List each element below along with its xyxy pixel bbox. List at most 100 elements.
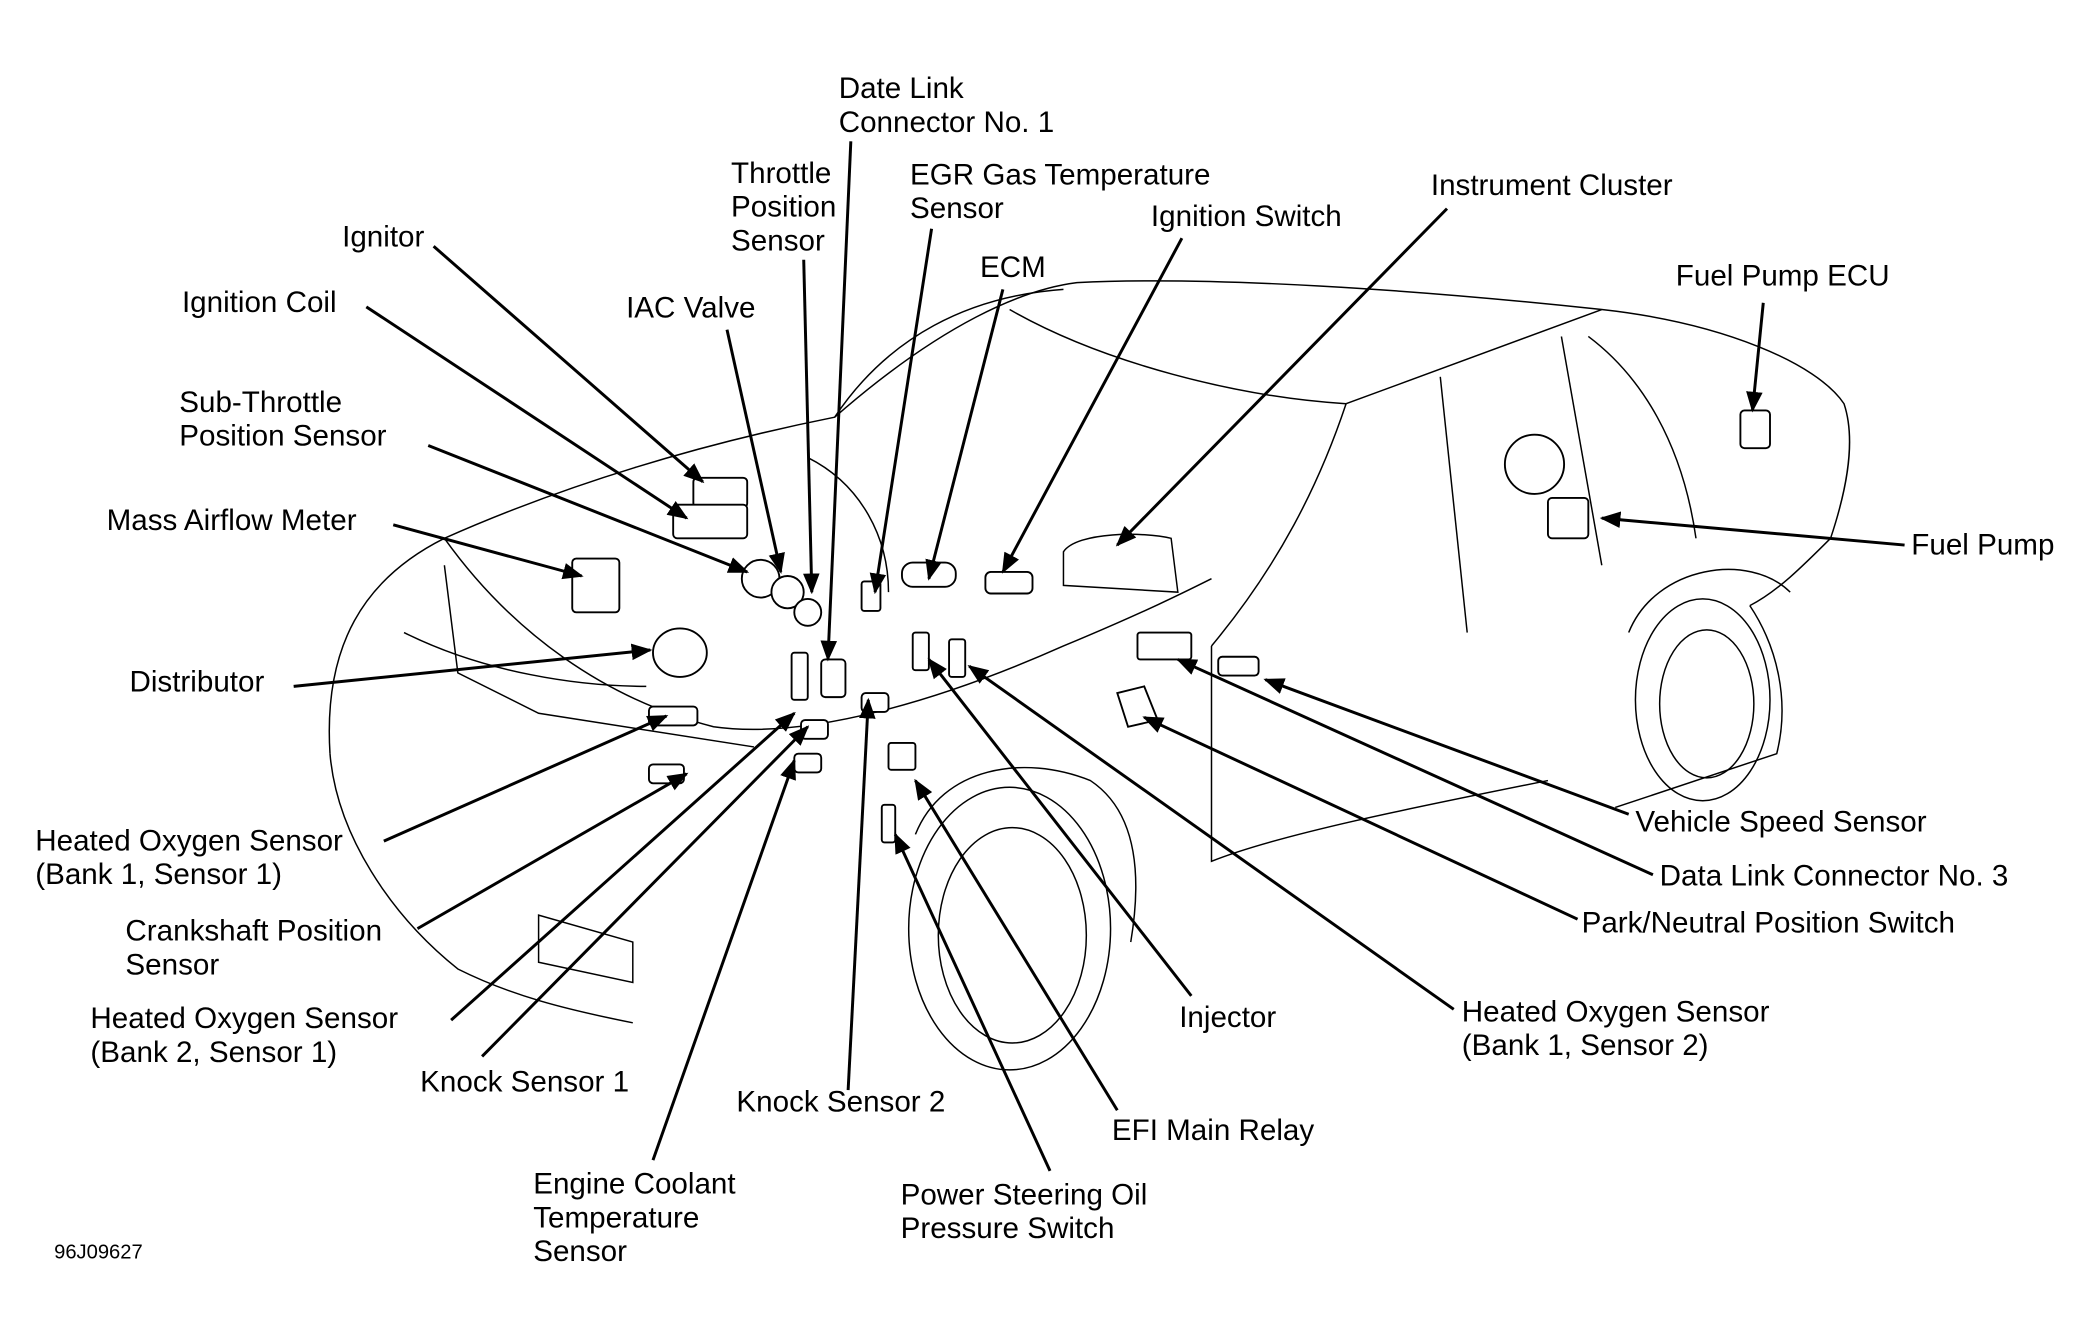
leader-line (1746, 302, 1765, 413)
label-heated-oxygen-sensor-bank-1-sensor-1: Heated Oxygen Sensor(Bank 1, Sensor 1) (35, 825, 343, 892)
callout-mass-airflow-meter: Mass Airflow Meter (107, 504, 584, 580)
label-line: (Bank 2, Sensor 1) (90, 1036, 337, 1069)
callout-distributor: Distributor (129, 643, 653, 699)
label-line: Knock Sensor 2 (736, 1086, 945, 1119)
label-heated-oxygen-sensor-bank-2-sensor-1: Heated Oxygen Sensor(Bank 2, Sensor 1) (90, 1002, 398, 1069)
label-line: Ignition Switch (1151, 200, 1342, 233)
leader-line (802, 259, 820, 595)
leader-line (383, 714, 669, 843)
label-line: Position (731, 191, 836, 224)
car-outline (328, 280, 1851, 1071)
label-line: (Bank 1, Sensor 2) (1462, 1029, 1709, 1062)
leader-line (846, 697, 876, 1091)
label-line: Heated Oxygen Sensor (35, 825, 343, 858)
callout-park-neutral-position-switch: Park/Neutral Position Switch (1142, 715, 1955, 940)
label-heated-oxygen-sensor-bank-1-sensor-2: Heated Oxygen Sensor(Bank 1, Sensor 2) (1462, 995, 1770, 1062)
leader-line (893, 832, 1052, 1172)
label-line: Power Steering Oil (901, 1178, 1148, 1211)
leader-line (427, 444, 750, 574)
label-line: Position Sensor (179, 419, 386, 452)
label-data-link-connector-no-3: Data Link Connector No. 3 (1660, 860, 2009, 893)
callout-efi-main-relay: EFI Main Relay (914, 778, 1314, 1147)
label-line: Knock Sensor 1 (420, 1065, 629, 1098)
label-fuel-pump: Fuel Pump (1911, 528, 2054, 561)
label-line: Sensor (125, 948, 219, 981)
label-ignition-coil: Ignition Coil (182, 286, 337, 319)
label-mass-airflow-meter: Mass Airflow Meter (107, 504, 357, 537)
label-park-neutral-position-switch: Park/Neutral Position Switch (1582, 907, 1955, 940)
callout-fuel-pump: Fuel Pump (1599, 511, 2054, 561)
label-line: Park/Neutral Position Switch (1582, 907, 1955, 940)
callout-ignition-switch: Ignition Switch (1001, 200, 1342, 574)
label-line: Fuel Pump ECU (1676, 259, 1890, 292)
leader-line (481, 725, 810, 1058)
leader-line (1599, 511, 1905, 547)
leader-line (820, 141, 853, 662)
leader-line (432, 245, 705, 484)
figure-code: 96J09627 (54, 1241, 143, 1263)
label-line: Connector No. 1 (839, 106, 1054, 139)
leader-line (1142, 715, 1579, 921)
label-line: Heated Oxygen Sensor (90, 1002, 398, 1035)
label-line: Temperature (533, 1201, 699, 1234)
label-injector: Injector (1179, 1001, 1276, 1034)
label-iac-valve: IAC Valve (626, 292, 755, 325)
label-line: IAC Valve (626, 292, 755, 325)
leader-line (1263, 678, 1630, 816)
label-line: Fuel Pump (1911, 528, 2054, 561)
callout-vehicle-speed-sensor: Vehicle Speed Sensor (1263, 678, 1927, 839)
label-line: ECM (980, 251, 1046, 284)
leader-line (725, 329, 785, 574)
label-ignition-switch: Ignition Switch (1151, 200, 1342, 233)
label-line: Injector (1179, 1001, 1276, 1034)
label-line: Sensor (533, 1235, 627, 1268)
label-instrument-cluster: Instrument Cluster (1431, 169, 1673, 202)
callout-fuel-pump-ecu: Fuel Pump ECU (1676, 259, 1890, 413)
callout-heated-oxygen-sensor-bank-1-sensor-2: Heated Oxygen Sensor(Bank 1, Sensor 2) (967, 664, 1770, 1062)
label-line: Sensor (910, 192, 1004, 225)
label-line: Mass Airflow Meter (107, 504, 357, 537)
label-efi-main-relay: EFI Main Relay (1112, 1114, 1314, 1147)
leader-line (1175, 658, 1654, 877)
callout-ignitor: Ignitor (342, 220, 705, 484)
label-line: EGR Gas Temperature (910, 158, 1210, 191)
label-knock-sensor-1: Knock Sensor 1 (420, 1065, 629, 1098)
label-distributor: Distributor (129, 666, 264, 699)
callout-ecm: ECM (925, 251, 1046, 581)
callout-knock-sensor-1: Knock Sensor 1 (420, 725, 810, 1098)
leader-line (914, 778, 1119, 1112)
label-ignitor: Ignitor (342, 220, 424, 253)
callout-injector: Injector (927, 657, 1276, 1034)
leader-line (925, 288, 1005, 581)
callout-data-link-connector-no-3: Data Link Connector No. 3 (1175, 658, 2009, 893)
label-line: Date Link (839, 72, 964, 105)
label-line: Throttle (731, 157, 831, 190)
callout-ignition-coil: Ignition Coil (182, 286, 689, 520)
label-line: Ignition Coil (182, 286, 337, 319)
callout-heated-oxygen-sensor-bank-2-sensor-1: Heated Oxygen Sensor(Bank 2, Sensor 1) (90, 711, 796, 1069)
label-line: Data Link Connector No. 3 (1660, 860, 2009, 893)
label-fuel-pump-ecu: Fuel Pump ECU (1676, 259, 1890, 292)
label-line: Distributor (129, 666, 264, 699)
leader-line (416, 772, 689, 930)
label-line: Sensor (731, 224, 825, 257)
leader-line (392, 523, 584, 580)
components (571, 409, 1771, 844)
label-line: Pressure Switch (901, 1212, 1115, 1245)
callout-knock-sensor-2: Knock Sensor 2 (736, 697, 945, 1119)
callout-heated-oxygen-sensor-bank-1-sensor-1: Heated Oxygen Sensor(Bank 1, Sensor 1) (35, 714, 669, 892)
label-line: Engine Coolant (533, 1168, 735, 1201)
